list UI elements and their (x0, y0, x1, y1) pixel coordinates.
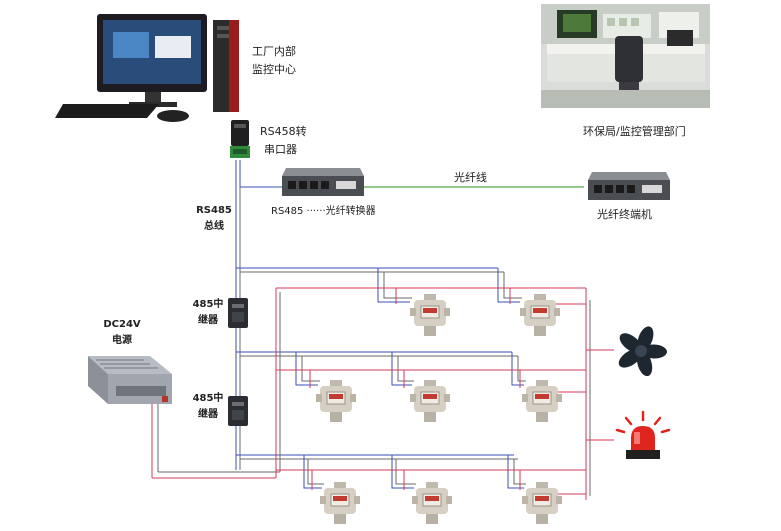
gas-detector-icon (520, 294, 560, 336)
gas-detector-icon (522, 380, 562, 422)
repeater2-label-line1: 485中 (192, 393, 224, 404)
converter-label-line2: 串口器 (264, 143, 297, 156)
gas-detector-icon (410, 294, 450, 336)
psu-label-line2: 电源 (112, 335, 132, 346)
repeater2-label-line2: 继器 (198, 409, 218, 420)
gas-detector-icon (412, 482, 452, 524)
control-room-photo (541, 4, 710, 108)
fiber-label: 光纤线 (454, 171, 487, 184)
repeater1-label-line1: 485中 (192, 299, 224, 310)
fiber-switch-icon (282, 168, 364, 196)
gas-detector-icon (522, 482, 562, 524)
repeater-icon (228, 298, 248, 328)
center-label-line1: 工厂内部 (252, 45, 296, 58)
center-label-line2: 监控中心 (252, 63, 296, 76)
rs485-converter-label: RS485 ······光纤转换器 (271, 206, 376, 217)
desktop-computer-icon (55, 14, 239, 122)
bus-label-line2: 总线 (204, 221, 224, 232)
repeater-icon (228, 396, 248, 426)
repeater1-label-line2: 继器 (198, 315, 218, 326)
gas-detector-icon (410, 380, 450, 422)
fiber-terminal-label: 光纤终端机 (597, 208, 652, 221)
gas-detector-icon (320, 482, 360, 524)
fiber-terminal-icon (588, 172, 670, 200)
serial-converter-icon (230, 120, 250, 158)
bus-label-line1: RS485 (196, 205, 232, 216)
psu-label-line1: DC24V (103, 319, 141, 330)
exhaust-fan-icon (618, 326, 667, 376)
power-supply-icon (88, 356, 172, 404)
epb-label: 环保局/监控管理部门 (583, 125, 686, 138)
gas-detector-icon (316, 380, 356, 422)
converter-label-line1: RS458转 (260, 125, 307, 138)
alarm-light-icon (615, 410, 671, 459)
